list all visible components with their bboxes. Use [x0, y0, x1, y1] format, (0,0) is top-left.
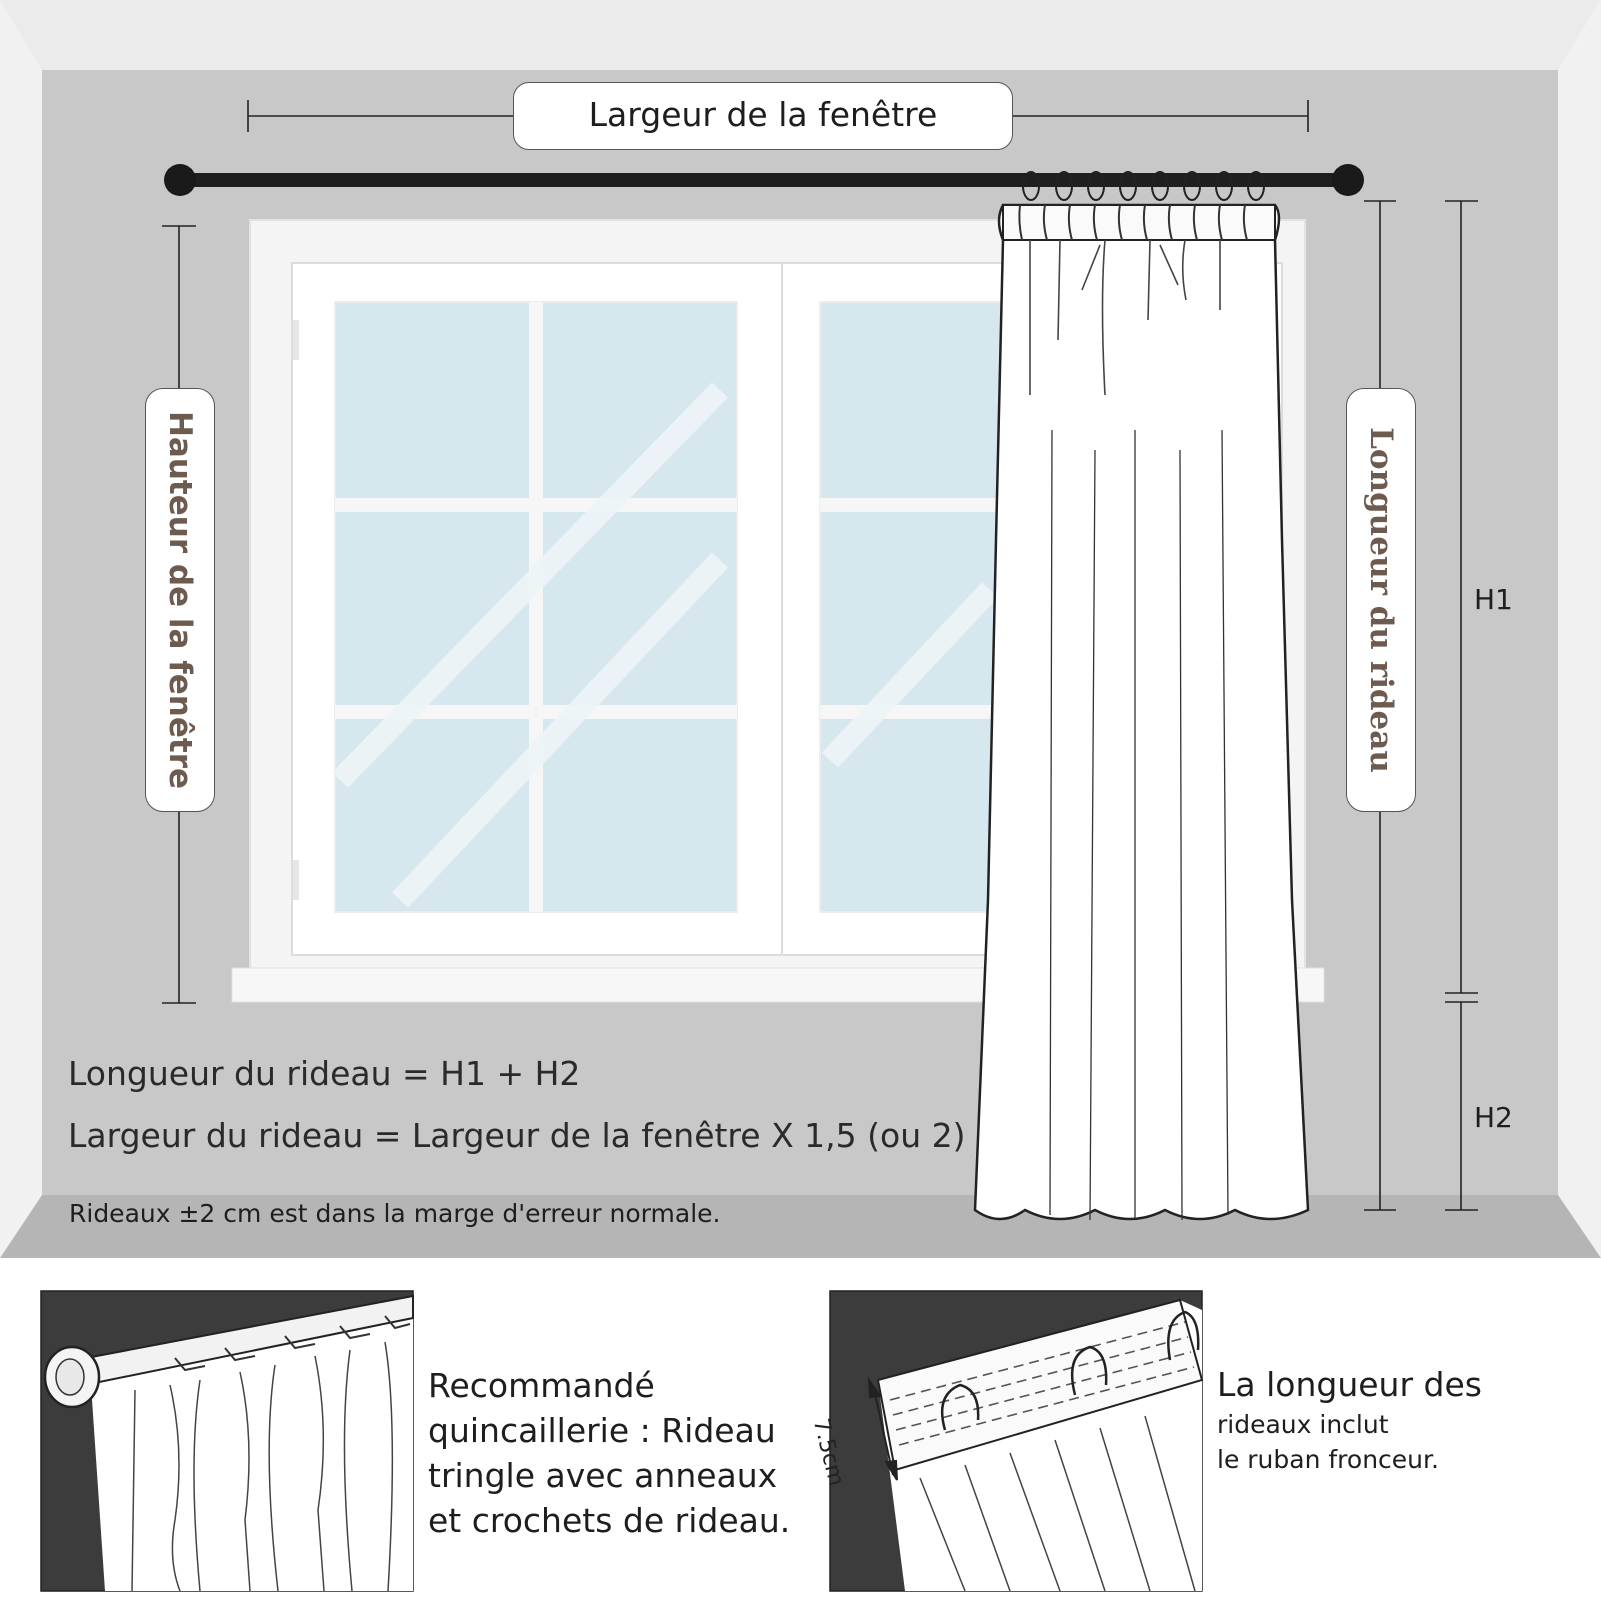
tape-illustration [829, 1290, 1204, 1592]
width-formula: Largeur du rideau = Largeur de la fenêtr… [68, 1116, 966, 1155]
window-width-text: Largeur de la fenêtre [588, 95, 938, 134]
tape-line-1: La longueur des [1217, 1365, 1482, 1404]
window-height-text: Hauteur de la fenêtre [162, 410, 198, 790]
window-height-label: Hauteur de la fenêtre [145, 388, 215, 812]
tape-note: La longueur des rideaux inclut le ruban … [1217, 1365, 1482, 1474]
tape-line-2: rideaux inclut [1217, 1410, 1389, 1439]
curtain [973, 171, 1310, 1221]
hardware-line-3: tringle avec anneaux [428, 1456, 778, 1495]
ceiling [0, 0, 1601, 70]
curtain-length-label: Longueur du rideau [1346, 388, 1416, 812]
tolerance-note: Rideaux ±2 cm est dans la marge d'erreur… [69, 1199, 721, 1228]
curtain-length-text: Longueur du rideau [1363, 427, 1399, 773]
h1-label: H1 [1474, 583, 1513, 616]
h2-label: H2 [1474, 1101, 1513, 1134]
dimension-lines [162, 100, 1478, 1211]
length-formula: Longueur du rideau = H1 + H2 [68, 1054, 581, 1093]
window-width-label: Largeur de la fenêtre [513, 82, 1013, 150]
hardware-line-1: Recommandé [428, 1366, 655, 1405]
hardware-line-4: et crochets de rideau. [428, 1501, 791, 1540]
hardware-recommendation: Recommandé quincaillerie : Rideau tringl… [428, 1363, 790, 1543]
curtain-rod [164, 164, 1364, 196]
left-wall [0, 0, 42, 1258]
hardware-illustration [40, 1290, 414, 1592]
hardware-line-2: quincaillerie : Rideau [428, 1411, 776, 1450]
right-wall [1558, 0, 1601, 1258]
tape-line-3: le ruban fronceur. [1217, 1445, 1439, 1474]
